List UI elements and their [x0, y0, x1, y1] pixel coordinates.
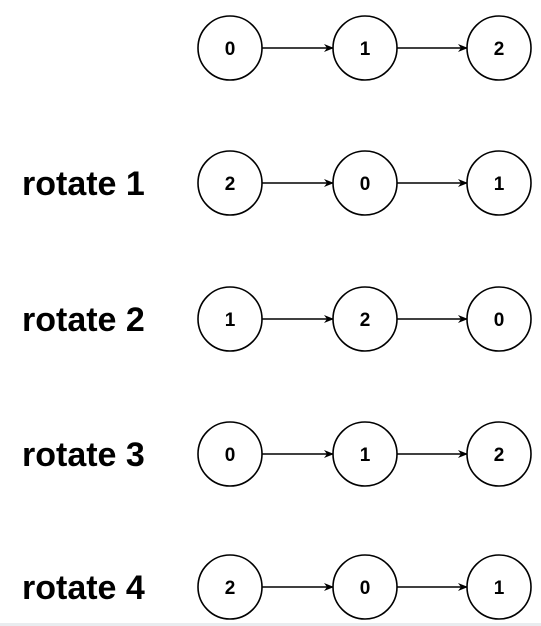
list-node: 1	[332, 421, 398, 487]
list-node: 0	[197, 421, 263, 487]
node-circle	[466, 15, 532, 81]
node-value: 0	[494, 310, 505, 331]
row-label: rotate 4	[22, 569, 145, 607]
node-circle	[332, 421, 398, 487]
node-circle	[197, 554, 263, 620]
node-circle	[197, 15, 263, 81]
node-circle	[197, 421, 263, 487]
node-circle	[332, 554, 398, 620]
node-circle	[197, 150, 263, 216]
node-value: 2	[360, 310, 371, 331]
node-value: 0	[360, 578, 371, 599]
row-3: rotate 3 0 1 2	[22, 421, 532, 487]
list-node: 1	[466, 150, 532, 216]
node-circle	[466, 421, 532, 487]
list-node: 2	[197, 554, 263, 620]
node-circle	[197, 286, 263, 352]
node-value: 2	[494, 445, 505, 466]
list-node: 2	[466, 421, 532, 487]
list-node: 0	[332, 554, 398, 620]
list-node: 1	[466, 554, 532, 620]
node-value: 2	[494, 39, 505, 60]
row-label: rotate 2	[22, 301, 145, 339]
bottom-divider	[0, 623, 541, 626]
node-value: 0	[225, 445, 236, 466]
row-2: rotate 2 1 2 0	[22, 286, 532, 352]
node-circle	[332, 15, 398, 81]
list-node: 1	[332, 15, 398, 81]
node-value: 2	[225, 174, 236, 195]
node-value: 2	[225, 578, 236, 599]
list-node: 2	[466, 15, 532, 81]
node-circle	[332, 150, 398, 216]
node-circle	[466, 150, 532, 216]
node-value: 1	[494, 174, 505, 195]
node-circle	[466, 554, 532, 620]
node-value: 0	[225, 39, 236, 60]
list-node: 2	[197, 150, 263, 216]
node-circle	[466, 286, 532, 352]
list-node: 0	[332, 150, 398, 216]
list-node: 0	[466, 286, 532, 352]
node-value: 1	[360, 445, 371, 466]
row-label: rotate 3	[22, 436, 145, 474]
list-node: 2	[332, 286, 398, 352]
row-label: rotate 1	[22, 165, 145, 203]
row-4: rotate 4 2 0 1	[22, 554, 532, 620]
list-node: 0	[197, 15, 263, 81]
list-node: 1	[197, 286, 263, 352]
node-value: 1	[494, 578, 505, 599]
row-1: rotate 1 2 0 1	[22, 150, 532, 216]
node-circle	[332, 286, 398, 352]
node-value: 1	[360, 39, 371, 60]
node-value: 1	[225, 310, 236, 331]
node-value: 0	[360, 174, 371, 195]
row-0: 0 1 2	[197, 15, 532, 81]
